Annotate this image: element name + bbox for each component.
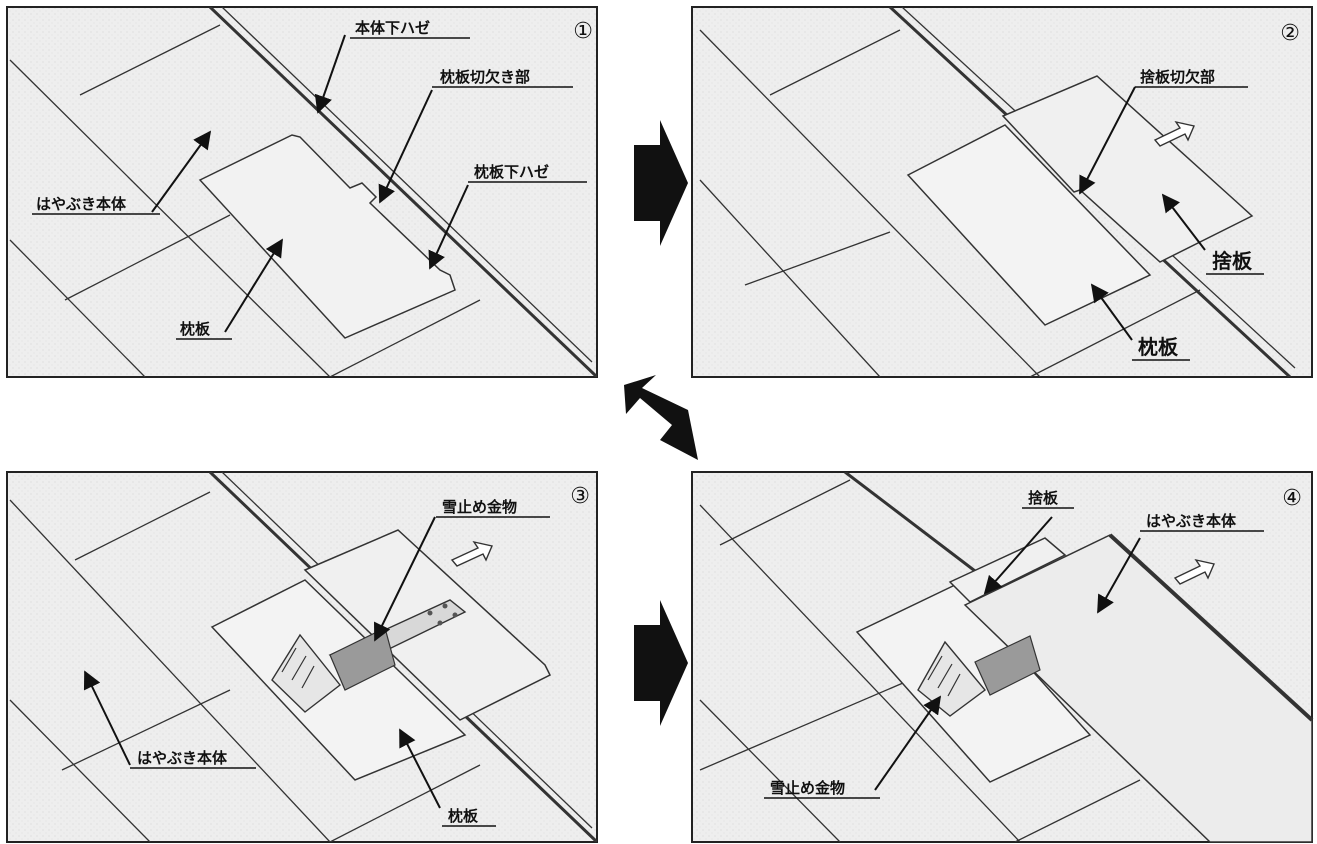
label-waste-board: 捨板 — [1028, 489, 1059, 507]
roof-tiles — [9, 7, 597, 377]
label-hayabuki-body: はやぶき本体 — [137, 749, 228, 767]
pillow-board-shape — [198, 134, 456, 339]
label-pillow-board: 枕板 — [448, 807, 479, 825]
panel-4: ④ 捨板 はやぶき本体 雪止め金物 — [691, 471, 1314, 843]
step-number-3: ③ — [570, 484, 590, 509]
step-number-1: ① — [573, 19, 593, 44]
panel-1: ① 本体下ハゼ 枕板切欠き部 枕板下ハゼ はやぶき本体 枕板 — [6, 6, 598, 378]
label-snow-guard: 雪止め金物 — [770, 779, 845, 797]
step-arrow-2-to-3 — [624, 375, 698, 460]
label-pillow-board: 枕板 — [1138, 335, 1179, 359]
label-hayabuki-body: はやぶき本体 — [36, 195, 127, 213]
hayabuki-body-top-shape — [963, 533, 1314, 843]
roof-tiles — [699, 472, 1141, 842]
waste-board-shape — [1001, 75, 1254, 263]
step-arrow-1-to-2 — [634, 120, 688, 246]
step-number-2: ② — [1280, 21, 1300, 46]
label-body-lower-seam: 本体下ハゼ — [355, 19, 430, 37]
panel-2: ② 捨板切欠部 捨板 枕板 — [691, 6, 1313, 378]
pillow-board-shape — [906, 124, 1152, 326]
step-arrow-3-to-4 — [634, 600, 688, 726]
label-pillow-notch: 枕板切欠き部 — [440, 68, 530, 86]
slide-arrow-icon — [450, 540, 493, 567]
label-waste-notch: 捨板切欠部 — [1140, 68, 1215, 86]
slide-arrow-icon — [1173, 558, 1215, 585]
waste-board-shape — [948, 537, 1067, 603]
label-hayabuki-body: はやぶき本体 — [1146, 512, 1237, 530]
label-pillow-board: 枕板 — [180, 320, 211, 338]
snow-guard-fitting — [271, 599, 467, 713]
panel-3: ③ 雪止め金物 はやぶき本体 枕板 — [6, 471, 598, 843]
label-snow-guard: 雪止め金物 — [442, 498, 517, 516]
step-number-4: ④ — [1282, 486, 1302, 511]
label-pillow-lower-seam: 枕板下ハゼ — [474, 163, 549, 181]
label-waste-board: 捨板 — [1212, 249, 1253, 273]
slide-arrow-icon — [1153, 120, 1195, 147]
